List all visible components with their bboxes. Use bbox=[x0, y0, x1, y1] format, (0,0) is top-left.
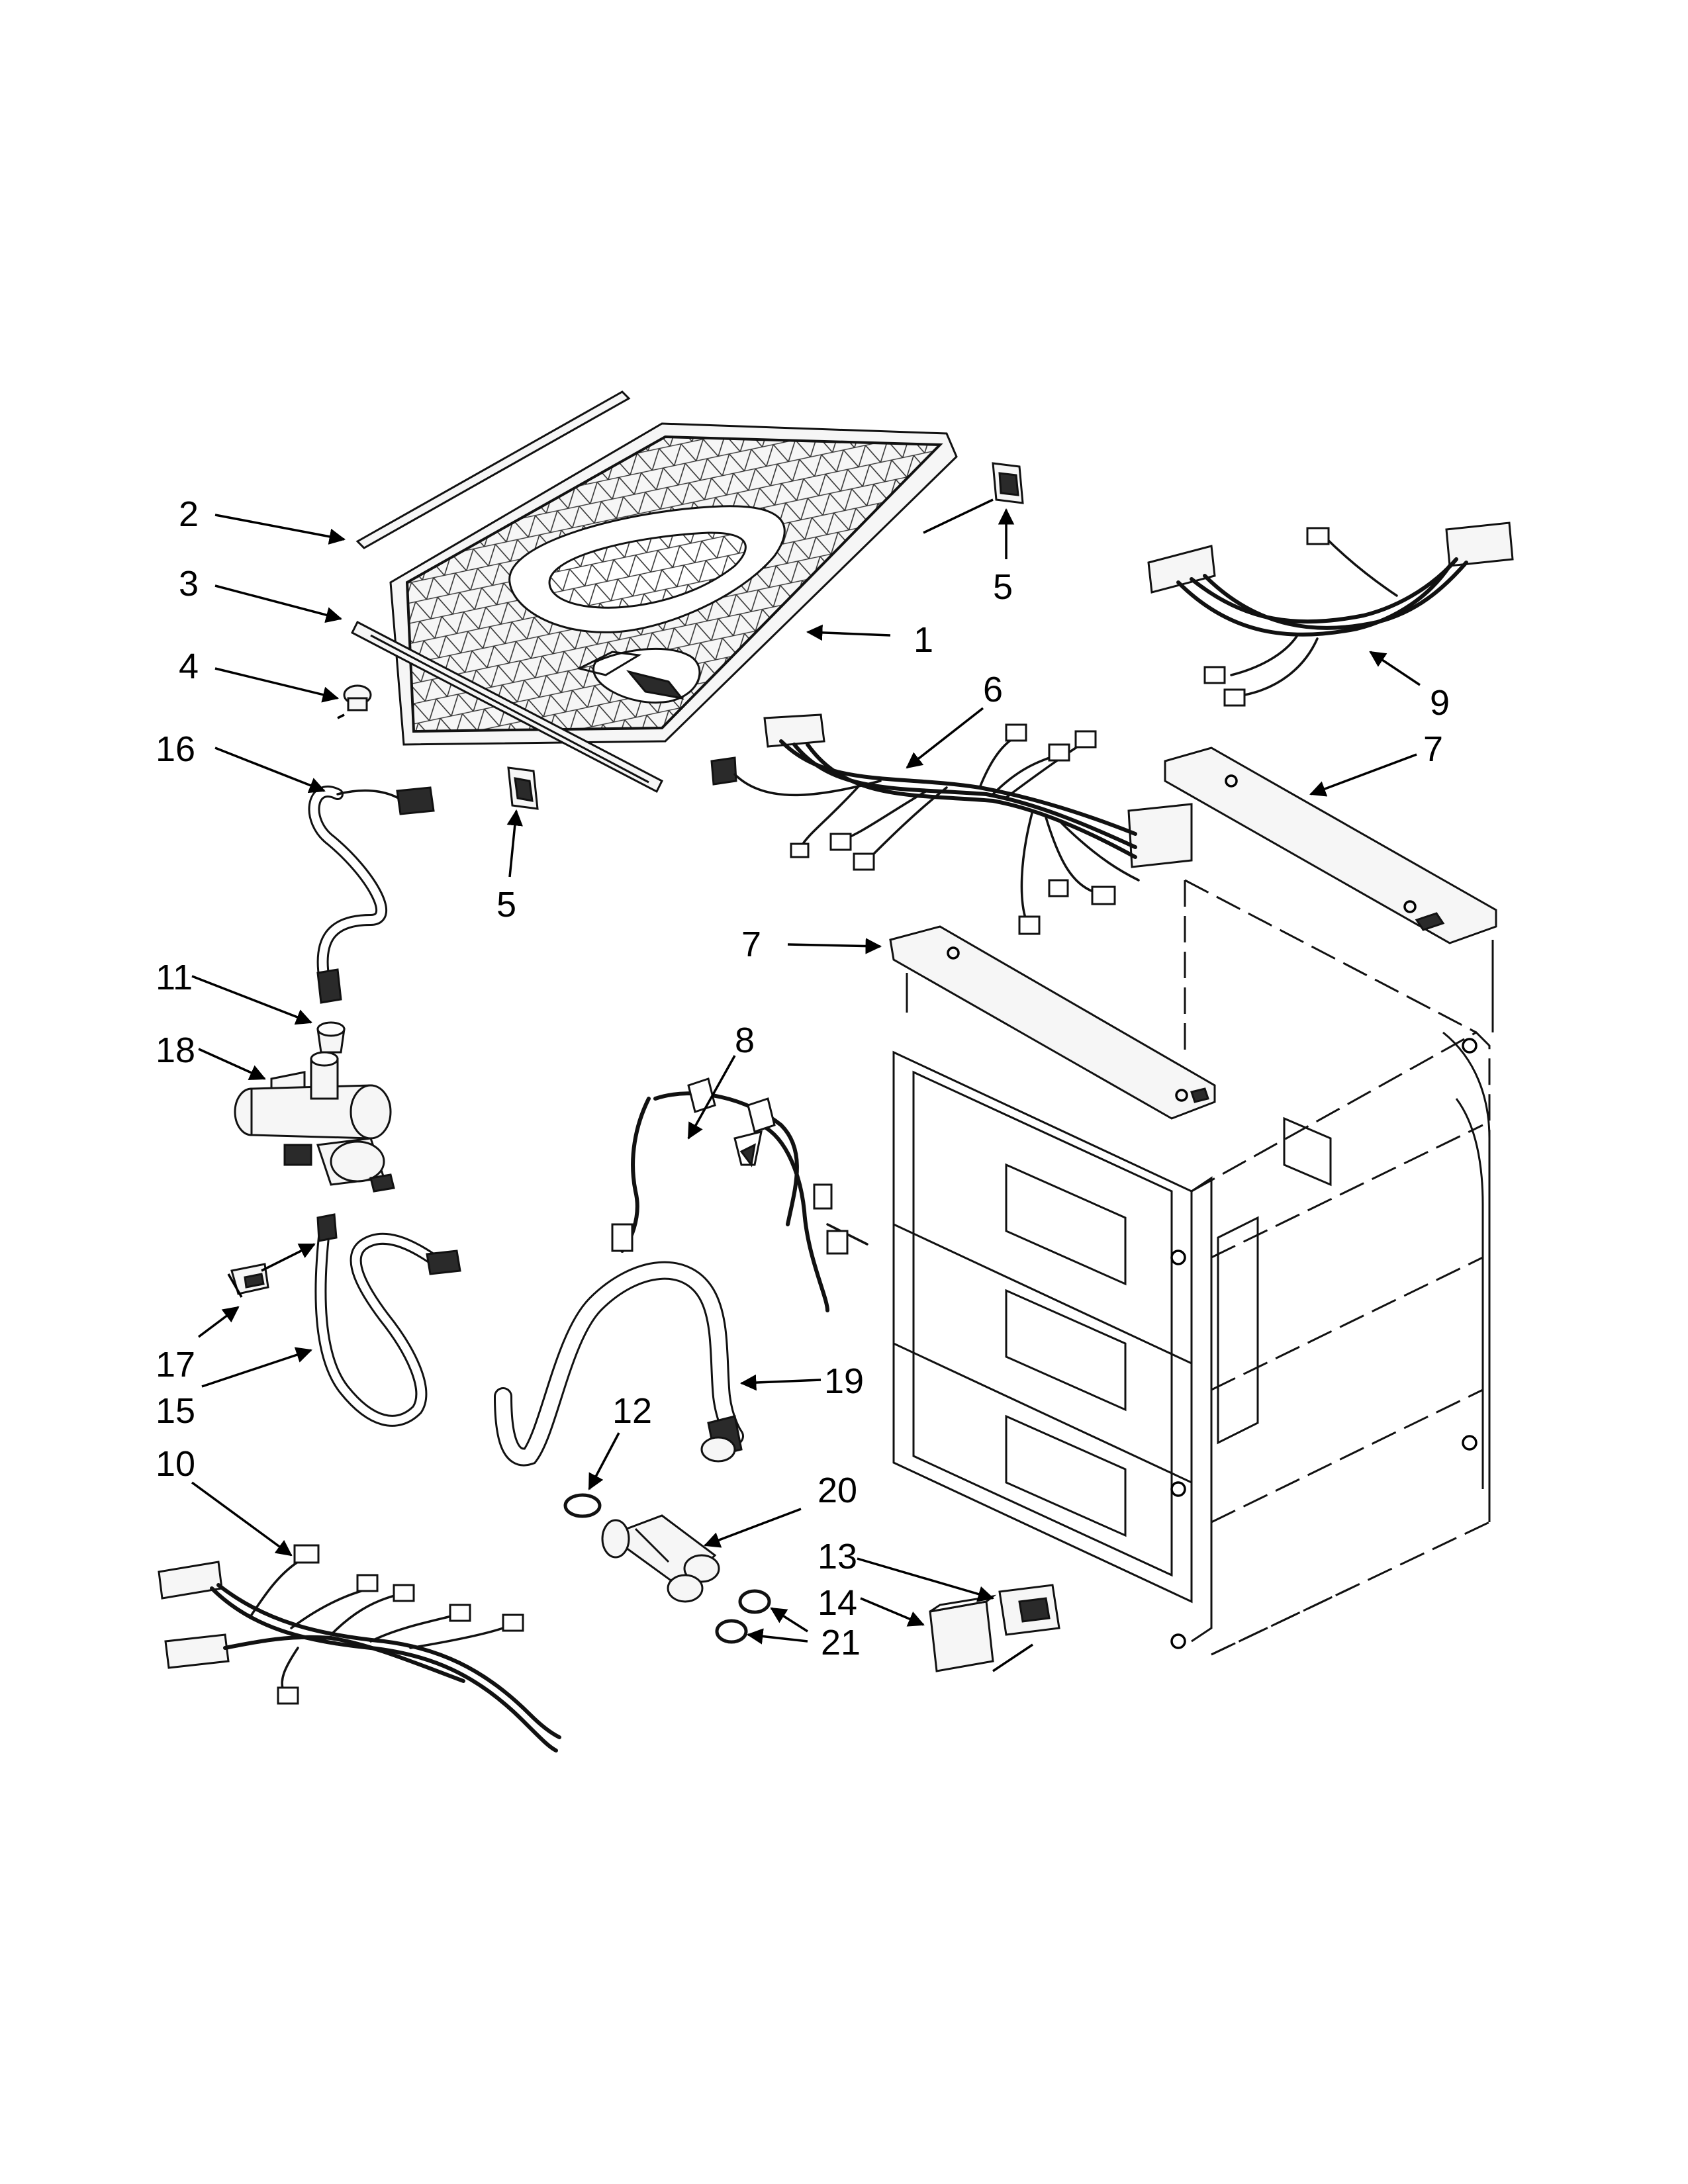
water-valve-part-18[interactable] bbox=[234, 1051, 395, 1193]
wire-harness-part-9[interactable] bbox=[1147, 522, 1514, 707]
callout-10: 10 bbox=[156, 1444, 195, 1484]
callout-6: 6 bbox=[983, 670, 1003, 709]
cap-part-11[interactable] bbox=[316, 1021, 346, 1054]
callout-15: 15 bbox=[156, 1391, 195, 1431]
callout-16: 16 bbox=[156, 729, 195, 769]
callout-14: 14 bbox=[818, 1583, 857, 1623]
callout-4: 4 bbox=[179, 647, 199, 686]
callout-17: 17 bbox=[156, 1345, 195, 1385]
leader-lines bbox=[191, 498, 1421, 1672]
drain-fitting-part-20[interactable] bbox=[601, 1514, 720, 1603]
callout-5-left: 5 bbox=[496, 885, 516, 925]
bracket-part-7-upper[interactable] bbox=[1164, 747, 1497, 944]
callout-20: 20 bbox=[818, 1471, 857, 1510]
fill-hose-part-15[interactable] bbox=[314, 1213, 461, 1427]
clip-part-5-left[interactable] bbox=[507, 766, 539, 810]
callout-9: 9 bbox=[1430, 683, 1450, 723]
callout-1: 1 bbox=[914, 620, 933, 660]
callout-11: 11 bbox=[156, 958, 193, 997]
callout-numbers: 1 2 3 4 5 5 6 7 7 8 9 10 11 12 13 14 15 … bbox=[156, 494, 1450, 1662]
callout-2: 2 bbox=[179, 494, 199, 534]
callout-13: 13 bbox=[818, 1537, 857, 1576]
callout-18: 18 bbox=[156, 1030, 195, 1070]
callout-8: 8 bbox=[735, 1021, 755, 1060]
chassis-frame bbox=[892, 879, 1494, 1656]
callout-19: 19 bbox=[824, 1361, 864, 1401]
callout-3: 3 bbox=[179, 564, 199, 604]
callout-7-lower: 7 bbox=[741, 925, 761, 964]
module-part-14[interactable] bbox=[929, 1594, 997, 1672]
drain-hose-part-19[interactable] bbox=[494, 1261, 744, 1467]
bracket-part-7-lower[interactable] bbox=[889, 925, 1216, 1120]
clip-part-5-top[interactable] bbox=[992, 462, 1024, 504]
callout-5-top: 5 bbox=[993, 567, 1013, 607]
wire-harness-part-10[interactable] bbox=[158, 1544, 561, 1752]
clamp-part-21-a[interactable] bbox=[738, 1589, 771, 1614]
clamp-part-12[interactable] bbox=[563, 1493, 602, 1518]
callout-21: 21 bbox=[821, 1623, 861, 1662]
front-rail-part-3[interactable] bbox=[350, 620, 664, 794]
seal-strip-part-2[interactable] bbox=[355, 390, 631, 549]
top-panel-part-1[interactable] bbox=[389, 422, 958, 746]
wire-harness-part-6[interactable] bbox=[710, 713, 1193, 935]
bracket-part-13[interactable] bbox=[998, 1584, 1060, 1636]
sensor-harness-part-8[interactable] bbox=[611, 1077, 868, 1312]
fill-hose-part-16[interactable] bbox=[308, 786, 435, 1004]
callout-7-upper: 7 bbox=[1423, 729, 1443, 769]
callout-12: 12 bbox=[612, 1391, 652, 1431]
clip-part-17[interactable] bbox=[230, 1263, 269, 1295]
screw-part-4[interactable] bbox=[337, 684, 372, 719]
clamp-part-21-b[interactable] bbox=[715, 1619, 748, 1644]
